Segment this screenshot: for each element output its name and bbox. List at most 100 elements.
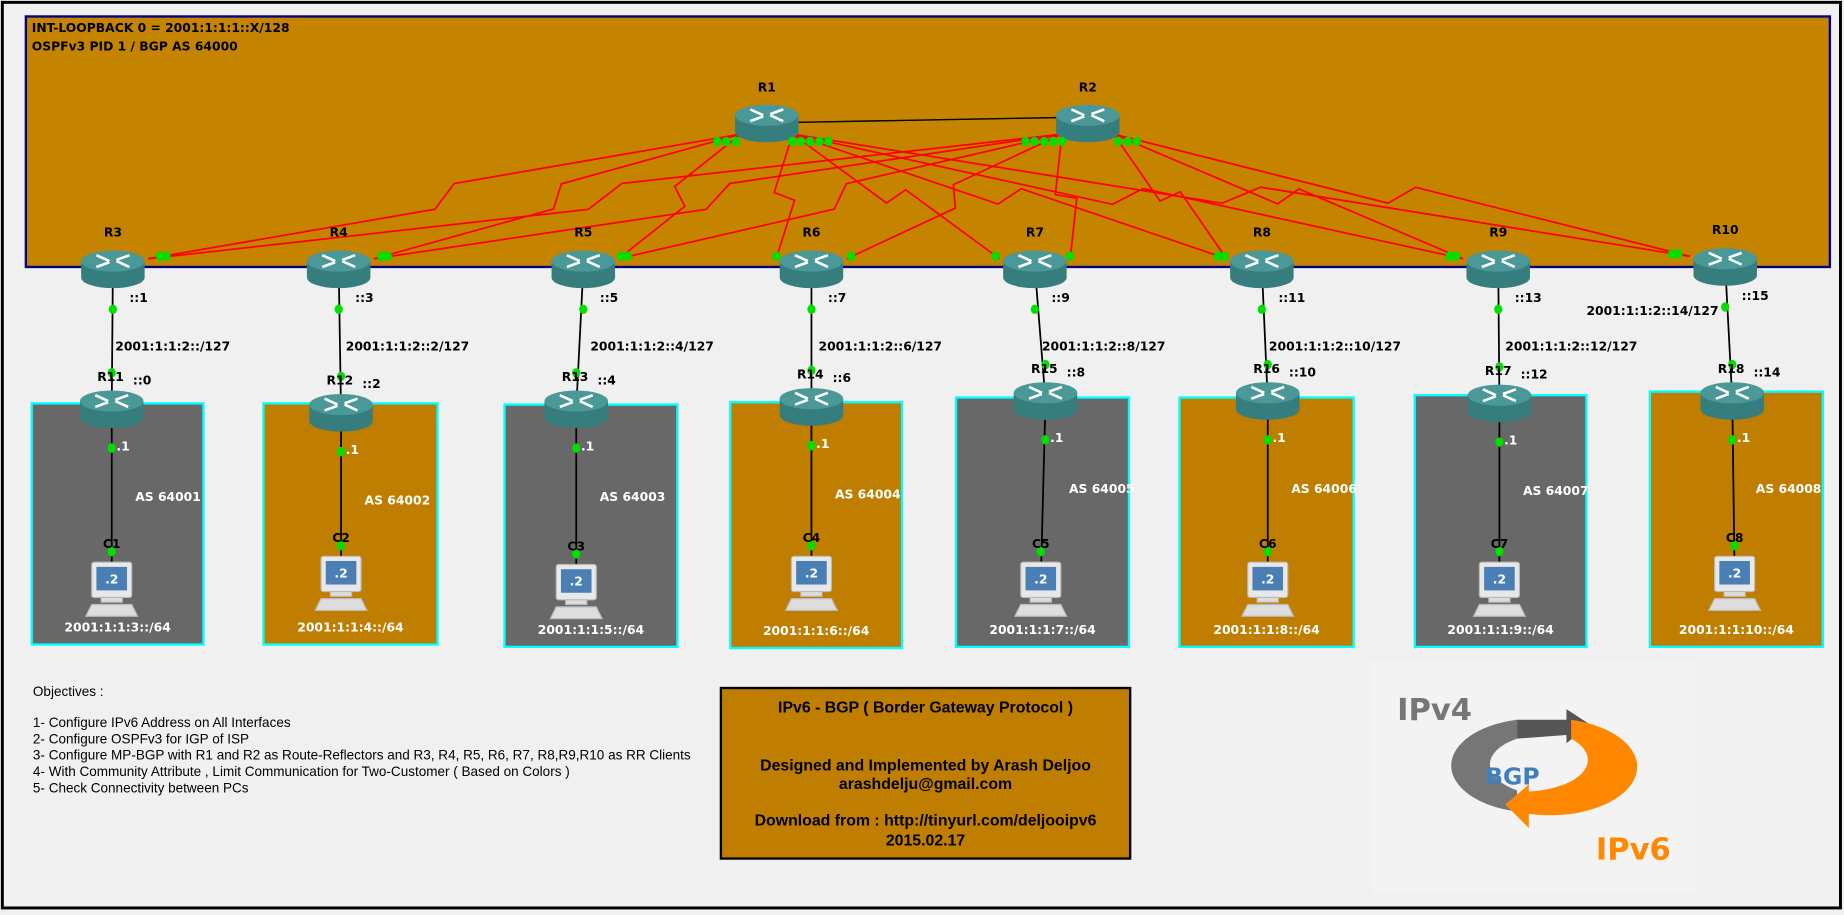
- port-status-dot: [805, 136, 815, 147]
- port-status-dot: [713, 136, 722, 147]
- pc-c8[interactable]: .2: [1707, 555, 1762, 611]
- port-status-dot: [722, 136, 731, 147]
- serial-link-r2-r5[interactable]: [618, 133, 1063, 260]
- port-status-dot: [1667, 249, 1677, 259]
- serial-link-r1-r7[interactable]: [792, 133, 1001, 260]
- link-subnet-label: 2001:1:1:2::6/127: [819, 339, 943, 353]
- router-r9[interactable]: [1466, 250, 1531, 289]
- customer-router-ip: ::12: [1521, 368, 1548, 382]
- pc-c3[interactable]: .2: [549, 563, 604, 620]
- serial-link-r1-r8[interactable]: [792, 133, 1227, 260]
- link-r10-r18[interactable]: [1724, 265, 1734, 400]
- link-r9-r17[interactable]: [1497, 268, 1501, 403]
- router-r12[interactable]: [309, 393, 373, 432]
- link-r7-r15[interactable]: [1034, 268, 1047, 400]
- router-r16[interactable]: [1235, 382, 1300, 420]
- serial-link-r2-r3[interactable]: [148, 133, 1063, 260]
- router-arrows-icon: [794, 391, 829, 406]
- port-status-dot: [1030, 136, 1039, 147]
- serial-link-r2-r10[interactable]: [1113, 133, 1691, 258]
- edge-router-ip: ::5: [600, 291, 618, 305]
- port-status-dot: [162, 251, 171, 261]
- lan-gateway-ip: .1: [116, 439, 129, 453]
- router-r15[interactable]: [1013, 382, 1078, 420]
- port-status-dot: [107, 443, 116, 453]
- pc-c4[interactable]: .2: [784, 555, 839, 611]
- router-arrows-icon: [94, 393, 129, 409]
- serial-link-r2-r9[interactable]: [1113, 133, 1464, 260]
- router-r14[interactable]: [779, 388, 844, 426]
- serial-link-r1-r10[interactable]: [792, 133, 1691, 258]
- port-status-dot: [1058, 136, 1067, 147]
- port-status-dot: [1123, 136, 1132, 147]
- lan-gateway-ip: .1: [1504, 434, 1517, 448]
- serial-link-r1-r6[interactable]: [773, 133, 796, 260]
- port-status-dot: [1132, 136, 1141, 147]
- serial-link-r1-r5[interactable]: [618, 133, 742, 260]
- router-r5[interactable]: [551, 250, 616, 289]
- router-arrows-icon: [1715, 385, 1750, 400]
- port-status-dot: [107, 546, 116, 557]
- link-r4-r12[interactable]: [337, 268, 342, 412]
- port-status-dot: [383, 251, 392, 261]
- link-r1-r2[interactable]: [798, 116, 1057, 124]
- pc-ip-label: .2: [1261, 572, 1274, 586]
- serial-link-r1-r9[interactable]: [792, 133, 1464, 260]
- serial-link-r2-r4[interactable]: [373, 133, 1063, 260]
- router-r7[interactable]: [1003, 250, 1067, 289]
- link-subnet-label: 2001:1:1:2::10/127: [1269, 339, 1401, 353]
- port-status-dot: [1036, 546, 1045, 557]
- serial-link-r1-r3[interactable]: [148, 133, 742, 260]
- port-status-dot: [572, 443, 581, 453]
- router-r11[interactable]: [79, 390, 144, 429]
- serial-link-r2-r7[interactable]: [1054, 133, 1078, 259]
- port-status-dot: [1494, 304, 1503, 315]
- designer-text: Designed and Implemented by Arash Deljoo: [760, 757, 1091, 774]
- serial-link-r2-r8[interactable]: [1112, 133, 1228, 260]
- router-arrows-icon: [1708, 251, 1743, 266]
- port-status-dot: [336, 371, 346, 382]
- router-r2[interactable]: [1056, 104, 1120, 143]
- serial-link-r2-r6[interactable]: [846, 133, 1063, 260]
- pc-label: C4: [803, 531, 821, 545]
- pc-label: C3: [567, 539, 585, 553]
- link-r8-r16[interactable]: [1260, 268, 1269, 400]
- router-r4[interactable]: [306, 250, 371, 289]
- router-r3[interactable]: [81, 250, 145, 289]
- router-r10[interactable]: [1693, 248, 1757, 286]
- pc-c2[interactable]: .2: [314, 555, 368, 611]
- link-r3-r11[interactable]: [110, 268, 114, 409]
- lan-subnet-label: 2001:1:1:5::/64: [538, 623, 645, 637]
- router-r18[interactable]: [1700, 382, 1765, 420]
- router-r1[interactable]: [735, 104, 799, 143]
- pc-c5[interactable]: .2: [1013, 561, 1068, 617]
- port-status-dot: [1030, 304, 1040, 315]
- port-status-dot: [107, 368, 116, 378]
- customer-router-label: R16: [1253, 362, 1280, 376]
- download-text: Download from : http://tinyurl.com/deljo…: [755, 813, 1097, 830]
- objective-item: 1- Configure IPv6 Address on All Interfa…: [33, 715, 291, 730]
- link-r5-r13[interactable]: [575, 268, 585, 409]
- lan-gateway-ip: .1: [1737, 431, 1750, 445]
- router-r6[interactable]: [779, 250, 844, 289]
- port-status-dot: [1065, 251, 1075, 261]
- port-status-dot: [336, 446, 346, 457]
- port-status-dot: [1021, 136, 1030, 147]
- router-r8[interactable]: [1230, 250, 1294, 289]
- pc-c6[interactable]: .2: [1240, 561, 1295, 617]
- customer-router-label: R17: [1485, 364, 1512, 378]
- lan-subnet-label: 2001:1:1:10::/64: [1679, 623, 1794, 637]
- router-r17[interactable]: [1467, 384, 1532, 423]
- port-status-dot: [1213, 251, 1223, 261]
- lan-gateway-ip: .1: [1050, 431, 1063, 445]
- lan-gateway-ip: .1: [346, 443, 359, 457]
- router-r13[interactable]: [544, 390, 609, 429]
- edge-router-ip: ::9: [1051, 291, 1069, 305]
- port-status-dot: [1495, 362, 1504, 372]
- serial-link-r1-r4[interactable]: [373, 133, 742, 260]
- customer-router-label: R12: [327, 374, 354, 388]
- pc-c1[interactable]: .2: [84, 561, 139, 617]
- pc-c7[interactable]: .2: [1472, 561, 1527, 617]
- port-status-dot: [807, 365, 816, 376]
- port-status-dot: [334, 304, 343, 315]
